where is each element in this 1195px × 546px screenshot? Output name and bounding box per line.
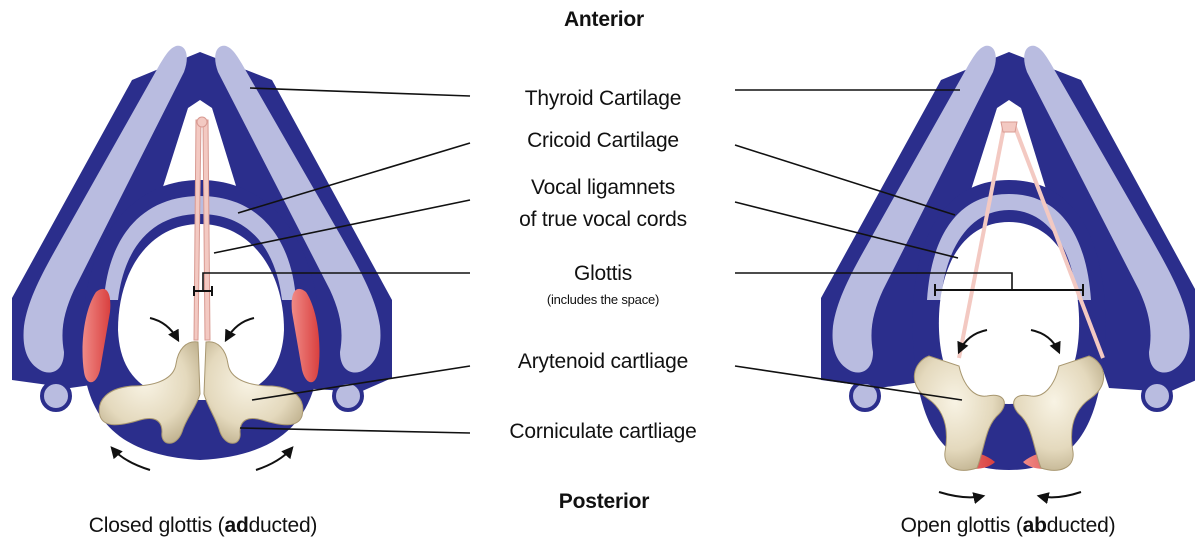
arrow-inward-bottom-right: [1039, 492, 1081, 497]
arytenoid-cartilage-label: Arytenoid cartliage: [518, 350, 688, 374]
arrow-rotate-left: [112, 448, 150, 470]
open-glottis-caption: Open glottis (abducted): [901, 514, 1116, 538]
posterior-label: Posterior: [559, 490, 649, 514]
vocal-ligaments-label-line1: Vocal ligamnets: [531, 176, 675, 200]
closed-glottis-caption: Closed glottis (adducted): [89, 514, 317, 538]
thyroid-horn-right: [1143, 382, 1171, 410]
closed-glottis-figure: [12, 46, 392, 470]
leader-thyroid-left: [250, 88, 470, 96]
vocal-ligaments-label-line2: of true vocal cords: [519, 208, 687, 232]
thyroid-horn-left: [42, 382, 70, 410]
glottis-label: Glottis: [574, 262, 632, 286]
open-glottis-figure: [821, 46, 1195, 498]
cricoid-cartilage-label: Cricoid Cartilage: [527, 129, 679, 153]
anterior-label: Anterior: [564, 8, 644, 32]
glottis-note-label: (includes the space): [547, 292, 659, 307]
arrow-inward-bottom-left: [939, 492, 983, 497]
corniculate-cartilage-label: Corniculate cartliage: [509, 420, 696, 444]
thyroid-cartilage-label: Thyroid Cartilage: [525, 87, 682, 111]
arrow-rotate-right: [256, 448, 292, 470]
